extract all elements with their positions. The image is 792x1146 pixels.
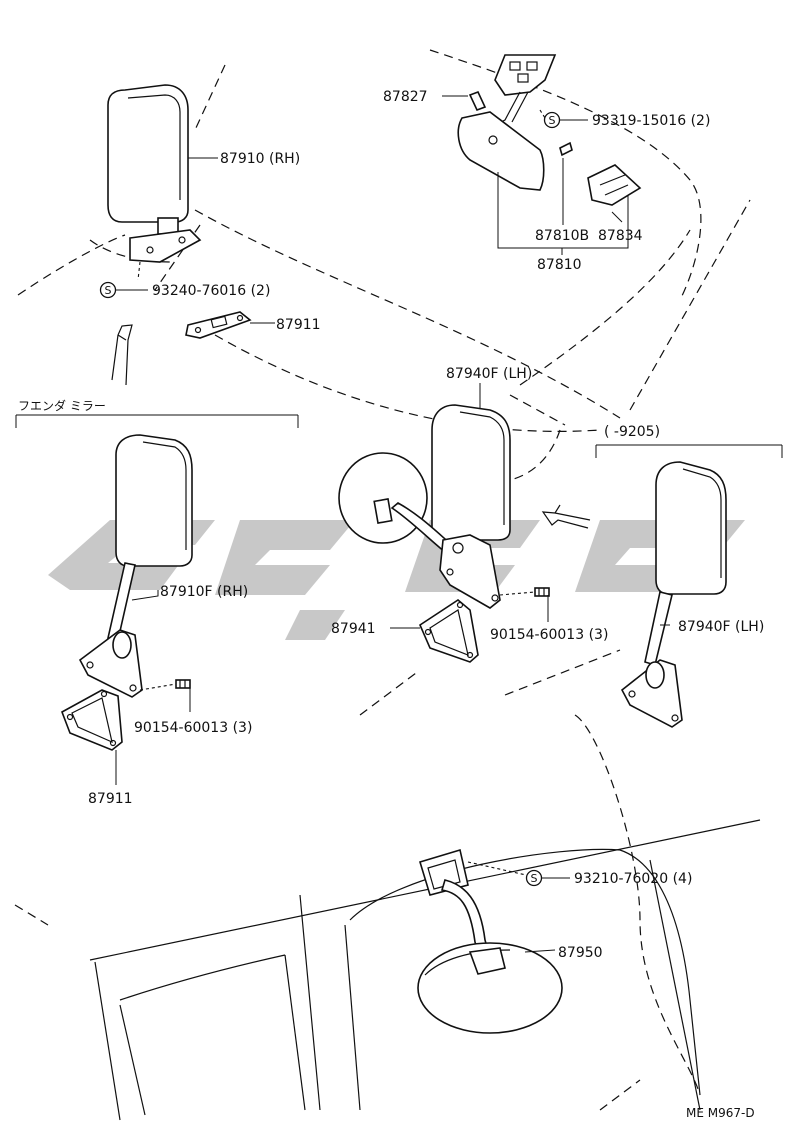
label-87910f-rh: 87910F (RH) bbox=[160, 584, 248, 600]
under-mirror-87950 bbox=[417, 848, 563, 1034]
label-93319-15016: 93319-15016 (2) bbox=[592, 113, 710, 129]
label-93210-76020: 93210-76020 (4) bbox=[574, 871, 692, 887]
label-87940f-lh-center: 87940F (LH) bbox=[446, 366, 532, 382]
label-section-9205: ( -9205) bbox=[604, 424, 660, 440]
label-87941: 87941 bbox=[331, 621, 376, 637]
label-87911-bottom: 87911 bbox=[88, 791, 133, 807]
svg-text:S: S bbox=[531, 872, 538, 885]
label-87810: 87810 bbox=[537, 257, 582, 273]
cab-roof-lines bbox=[89, 819, 761, 1121]
mirror-87910-rh bbox=[107, 84, 202, 263]
label-90154-60013-left: 90154-60013 (3) bbox=[134, 720, 252, 736]
label-87827: 87827 bbox=[383, 89, 428, 105]
gasket-87941 bbox=[418, 599, 479, 663]
label-87810b: 87810B bbox=[535, 228, 589, 244]
svg-text:S: S bbox=[105, 284, 112, 297]
label-87911-top: 87911 bbox=[276, 317, 321, 333]
inner-mirror-87810 bbox=[457, 54, 642, 206]
bolt-center bbox=[534, 587, 550, 597]
mirror-87940f-lh-center bbox=[338, 404, 511, 609]
gasket-87911-bottom bbox=[61, 689, 123, 751]
fender-mirror-87940f-lh-right bbox=[620, 461, 727, 728]
gasket-87911-top bbox=[185, 311, 252, 339]
arrow-up-icon bbox=[111, 324, 133, 386]
arrow-left-icon bbox=[541, 504, 591, 529]
s-symbol-93319: S bbox=[543, 111, 561, 129]
part-labels: 87827 93319-15016 (2) 87910 (RH) 87810B … bbox=[18, 89, 764, 1120]
label-87910-rh: 87910 (RH) bbox=[220, 151, 300, 167]
label-87950: 87950 bbox=[558, 945, 603, 961]
svg-text:S: S bbox=[549, 114, 556, 127]
label-fender-mirror-section: フエンダ ミラー bbox=[18, 398, 106, 413]
label-93240-76016: 93240-76016 (2) bbox=[152, 283, 270, 299]
label-87834: 87834 bbox=[598, 228, 643, 244]
s-symbol-93240: S bbox=[99, 281, 117, 299]
leader-lines bbox=[15, 95, 783, 953]
label-87940f-lh-right: 87940F (LH) bbox=[678, 619, 764, 635]
bolt-left bbox=[175, 679, 191, 689]
s-symbol-93210: S bbox=[525, 869, 543, 887]
label-90154-60013-center: 90154-60013 (3) bbox=[490, 627, 608, 643]
drawing-code: ME M967-D bbox=[686, 1106, 755, 1120]
